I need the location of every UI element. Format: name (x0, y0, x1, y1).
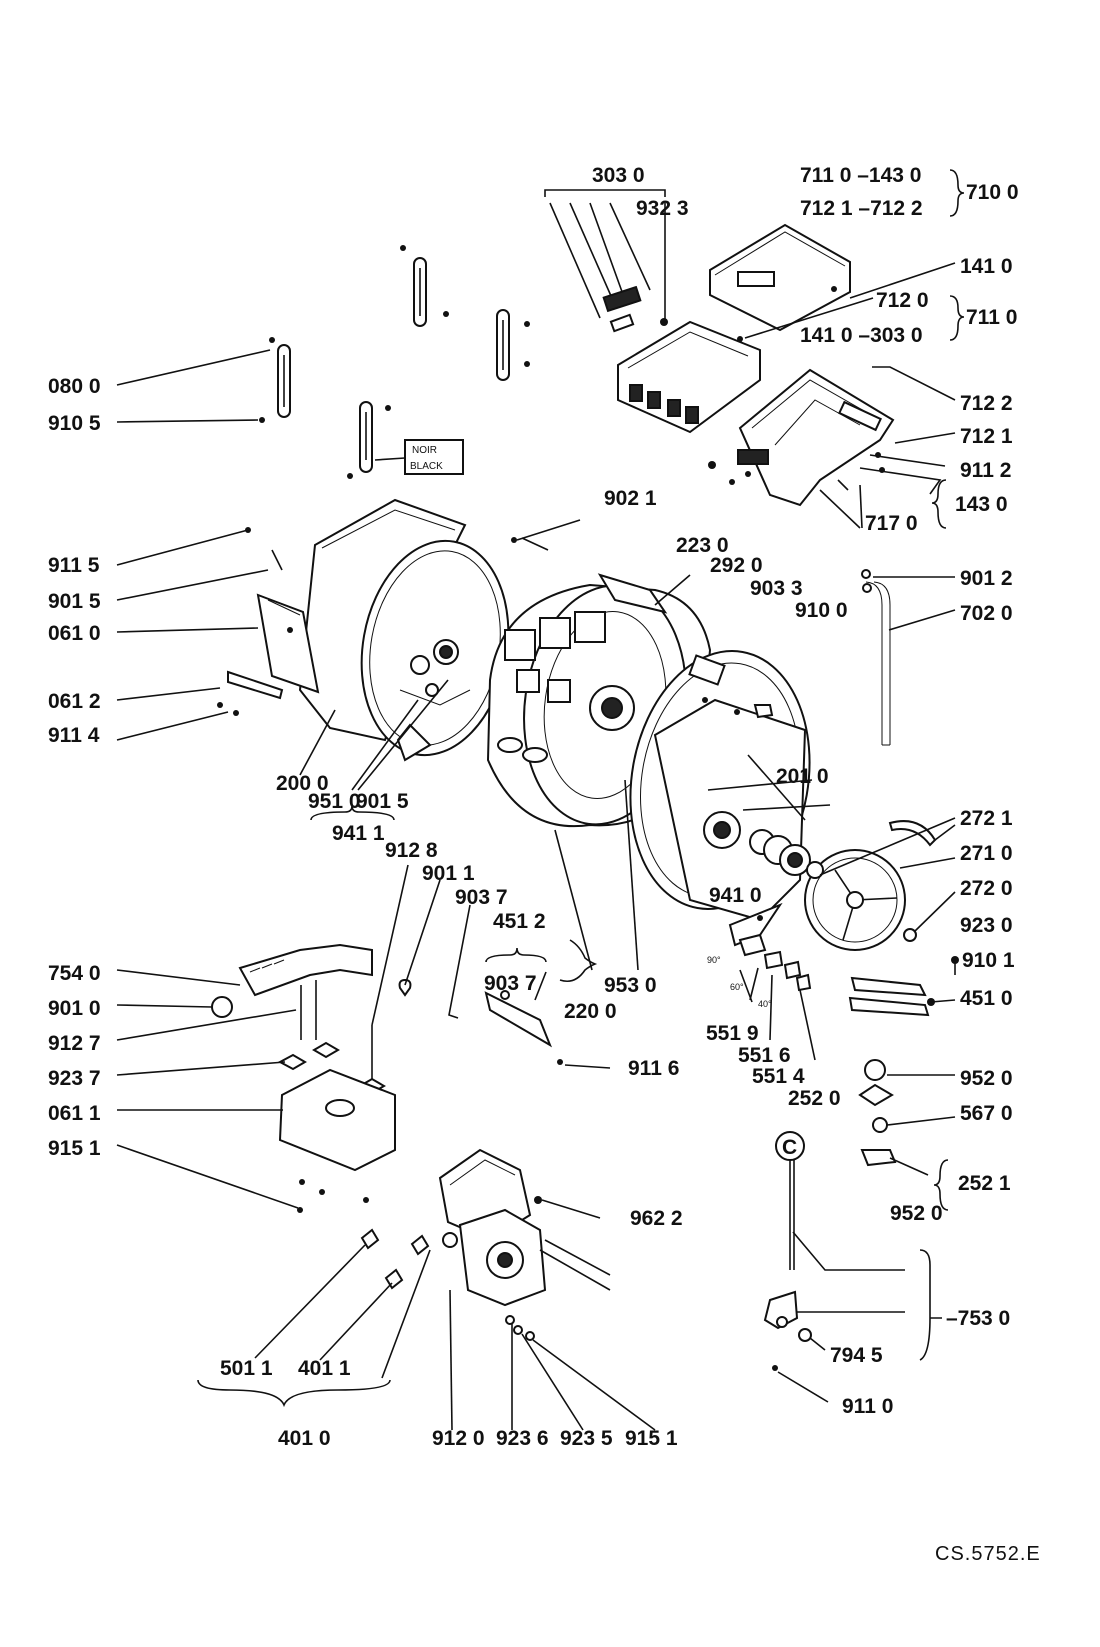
label-9021: 902 1 (604, 487, 657, 510)
label-9520-a: 952 0 (960, 1067, 1013, 1090)
label-2721: 272 1 (960, 807, 1013, 830)
label-2520: 252 0 (788, 1087, 841, 1110)
label-9323: 932 3 (636, 197, 689, 220)
label-7020: 702 0 (960, 602, 1013, 625)
label-4512: 451 2 (493, 910, 546, 933)
door-ring (804, 817, 959, 975)
label-9510: 951 0 (308, 790, 361, 813)
label-9010: 901 0 (48, 997, 101, 1020)
label-9011: 901 1 (422, 862, 475, 885)
label-black: BLACK (410, 461, 443, 472)
label-angle-40: 40° (758, 999, 772, 1009)
label-7945: 794 5 (830, 1344, 883, 1367)
label-2000: 200 0 (276, 772, 329, 795)
heating-element (848, 976, 956, 1211)
label-5670: 567 0 (960, 1102, 1013, 1125)
label-9151-a: 915 1 (48, 1137, 101, 1160)
bracket-4512 (448, 904, 611, 1069)
label-1430: 143 0 (955, 493, 1008, 516)
label-2710: 271 0 (960, 842, 1013, 865)
label-1410-b: 141 0 –303 0 (800, 324, 923, 347)
label-9520-b: 952 0 (890, 1202, 943, 1225)
label-0800: 080 0 (48, 375, 101, 398)
label-7100: 710 0 (966, 181, 1019, 204)
shock-absorbers (116, 245, 530, 479)
switch-parts (738, 933, 816, 1061)
label-9230: 923 0 (960, 914, 1013, 937)
label-7110-b: 711 0 (966, 306, 1017, 329)
label-9622: 962 2 (630, 1207, 683, 1230)
label-7121: 712 1 (960, 425, 1013, 448)
label-5011: 501 1 (220, 1357, 273, 1380)
label-9112: 911 2 (960, 459, 1011, 482)
label-angle-90: 90° (707, 955, 721, 965)
label-1410-a: 141 0 (960, 255, 1013, 278)
label-7122: 712 2 (960, 392, 1013, 415)
label-9033: 903 3 (750, 577, 803, 600)
label-9410: 941 0 (709, 884, 762, 907)
label-7110-a: 711 0 –143 0 (800, 164, 921, 187)
label-4510: 451 0 (960, 987, 1013, 1010)
label-7540: 754 0 (48, 962, 101, 985)
label-0612: 061 2 (48, 690, 101, 713)
label-2200: 220 0 (564, 1000, 617, 1023)
label-9105: 910 5 (48, 412, 101, 435)
label-9037-a: 903 7 (455, 886, 508, 909)
label-9120: 912 0 (432, 1427, 485, 1450)
label-4011: 401 1 (298, 1357, 351, 1380)
label-9530: 953 0 (604, 974, 657, 997)
label-0611: 061 1 (48, 1102, 101, 1125)
label-9110: 911 0 (842, 1395, 893, 1418)
label-5516: 551 6 (738, 1044, 791, 1067)
label-5519: 551 9 (706, 1022, 759, 1045)
label-angle-60: 60° (730, 982, 744, 992)
label-2521: 252 1 (958, 1172, 1011, 1195)
label-2720: 272 0 (960, 877, 1013, 900)
label-5514: 551 4 (752, 1065, 805, 1088)
label-7121-a: 712 1 –712 2 (800, 197, 923, 220)
label-0610: 061 0 (48, 622, 101, 645)
label-9116: 911 6 (628, 1057, 679, 1080)
label-7120: 712 0 (876, 289, 929, 312)
label-3030: 303 0 (592, 164, 645, 187)
label-circle-c: C (782, 1136, 797, 1159)
label-9114: 911 4 (48, 724, 100, 747)
label-4010: 401 0 (278, 1427, 331, 1450)
label-2920: 292 0 (710, 554, 763, 577)
label-9101: 910 1 (962, 949, 1015, 972)
label-9037-b: 903 7 (484, 972, 537, 995)
label-7530: –753 0 (946, 1307, 1010, 1330)
label-9100: 910 0 (795, 599, 848, 622)
label-9411: 941 1 (332, 822, 385, 845)
label-9115: 911 5 (48, 554, 100, 577)
front-tub (629, 650, 831, 947)
hose (861, 569, 956, 746)
pump-support (116, 864, 441, 1213)
label-9012: 901 2 (960, 567, 1013, 590)
sensor-assembly (763, 1131, 943, 1403)
motor-pump (197, 1148, 656, 1431)
label-2010: 201 0 (776, 765, 829, 788)
label-9237: 923 7 (48, 1067, 101, 1090)
label-9127: 912 7 (48, 1032, 101, 1055)
dispenser-assembly (544, 169, 965, 529)
label-9128: 912 8 (385, 839, 438, 862)
label-9015-a: 901 5 (48, 590, 101, 613)
label-2230: 223 0 (676, 534, 729, 557)
label-noir: NOIR (412, 445, 437, 456)
label-9235: 923 5 (560, 1427, 613, 1450)
label-9151-b: 915 1 (625, 1427, 678, 1450)
rear-tub (116, 498, 581, 821)
label-9015-b: 901 5 (356, 790, 409, 813)
reference-code: CS.5752.E (935, 1543, 1041, 1565)
label-7170: 717 0 (865, 512, 918, 535)
label-9236: 923 6 (496, 1427, 549, 1450)
